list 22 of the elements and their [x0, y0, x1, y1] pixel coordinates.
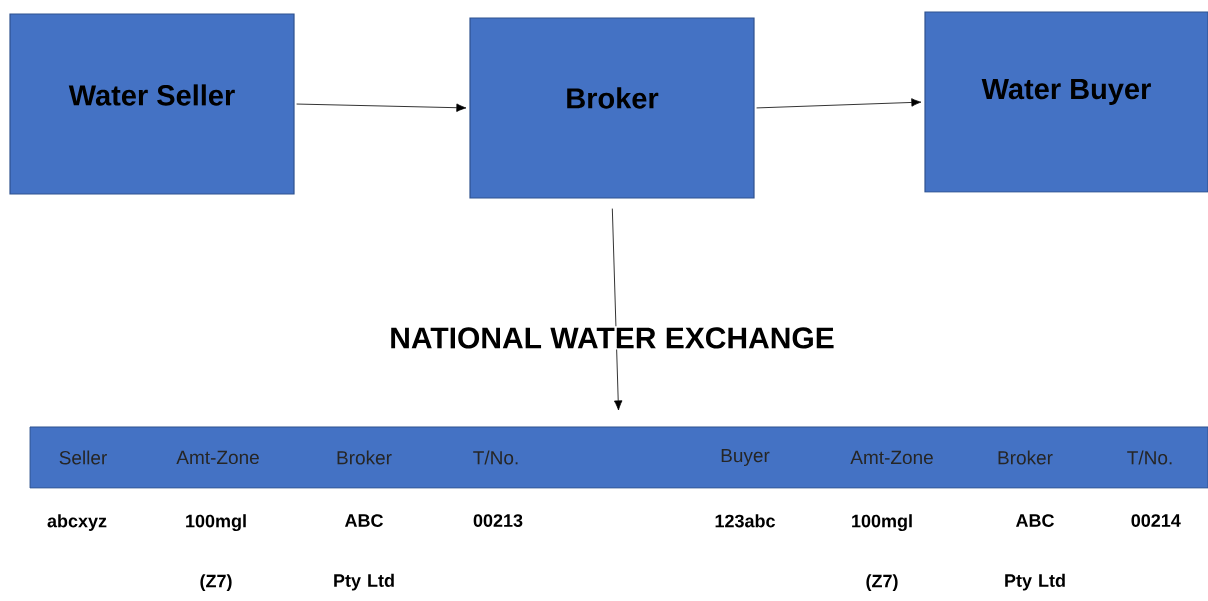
column-heading: Amt-Zone	[176, 450, 259, 465]
table-entry: 100mgl (Z7)	[186, 514, 246, 591]
title: NATIONAL WATER EXCHANGE	[388, 326, 836, 350]
column-heading: Amt-Zone	[850, 450, 933, 465]
column-heading: Broker	[337, 450, 392, 465]
process-box: Water Buyer	[924, 11, 1208, 193]
table-entry: 123abc	[715, 514, 775, 528]
table-entry: abcxyz	[47, 514, 107, 531]
table-entry: 00214	[1131, 514, 1181, 527]
arrow	[756, 98, 922, 109]
table-entry: ABC Pty Ltd	[1005, 514, 1065, 591]
arrow	[296, 103, 467, 112]
column-heading: Seller	[59, 450, 107, 465]
column-heading: T/No.	[473, 450, 518, 465]
column-heading: Buyer	[721, 449, 770, 466]
process-box: Water Seller	[9, 13, 295, 195]
table-entry: 00213	[473, 514, 523, 527]
column-heading: T/No.	[1127, 450, 1172, 465]
table-entry: ABC Pty Ltd	[334, 514, 394, 591]
column-heading: Broker	[998, 450, 1053, 465]
process-box: Broker	[469, 17, 755, 199]
table-entry: 100mgl (Z7)	[852, 514, 912, 591]
